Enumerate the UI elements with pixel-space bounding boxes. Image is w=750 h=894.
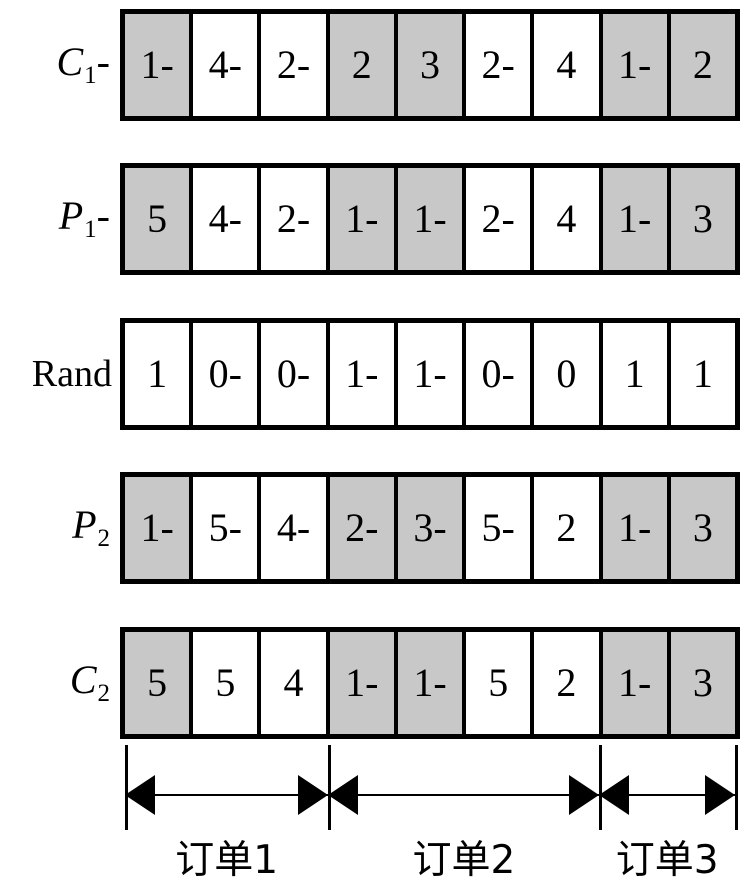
- double-arrow-order-2: [328, 775, 600, 815]
- gene-cell: 3: [670, 477, 735, 579]
- arrow-head-right-icon: [298, 775, 329, 815]
- order-group-axis: 订单1 订单2 订单3: [120, 745, 740, 894]
- gene-cell: 2: [670, 14, 735, 116]
- gene-cell: 5: [125, 168, 194, 270]
- gene-cell: 3: [397, 14, 467, 116]
- gene-cell: 1-: [602, 477, 671, 579]
- row-label-base: C: [69, 657, 97, 703]
- gene-cell: 2-: [466, 14, 535, 116]
- row-label-base: P: [72, 502, 97, 548]
- gene-cell: 5: [125, 632, 194, 734]
- gene-cell: 1-: [125, 477, 194, 579]
- gene-cell: 2-: [261, 168, 330, 270]
- gene-cell: 5: [193, 632, 262, 734]
- row-label-rand: Rand: [0, 355, 120, 393]
- gene-cell: 4-: [261, 477, 330, 579]
- gene-cell: 4: [261, 632, 330, 734]
- group-label-order-2: 订单2: [412, 838, 516, 883]
- double-arrow-order-3: [599, 775, 735, 815]
- gene-cell: 1-: [397, 323, 467, 425]
- row-label-suffix: -: [96, 39, 110, 85]
- gene-cell: 1-: [602, 14, 671, 116]
- gene-cell: 1: [602, 323, 671, 425]
- gene-cell: 2: [329, 14, 398, 116]
- arrow-shaft: [328, 794, 600, 796]
- gene-cell: 1-: [329, 168, 398, 270]
- gene-cell: 0-: [193, 323, 262, 425]
- gene-cell: 2-: [261, 14, 330, 116]
- row-label-subscript: 1: [84, 61, 97, 89]
- gene-cell: 0: [534, 323, 603, 425]
- gene-cell: 1-: [602, 632, 671, 734]
- gene-cell: 0-: [466, 323, 535, 425]
- row-label-subscript: 2: [97, 679, 111, 707]
- group-boundary-tick: [735, 745, 738, 830]
- row-label-p2: P2: [0, 505, 120, 551]
- gene-cell: 3-: [397, 477, 467, 579]
- gene-cell: 5-: [466, 477, 535, 579]
- gene-cell: 1-: [125, 14, 194, 116]
- row-label-base: C: [56, 39, 84, 85]
- row-label-subscript: 2: [97, 524, 111, 552]
- row-label-c1: C1-: [0, 42, 120, 88]
- gene-cell: 3: [670, 632, 735, 734]
- gene-cell: 4: [534, 168, 603, 270]
- arrow-shaft: [599, 794, 735, 796]
- group-label-order-3: 订单3: [615, 838, 719, 883]
- gene-cell: 1-: [602, 168, 671, 270]
- arrow-head-left-icon: [328, 775, 359, 815]
- arrow-head-right-icon: [569, 775, 600, 815]
- gene-cell: 2-: [329, 477, 398, 579]
- gene-cell: 1-: [397, 168, 467, 270]
- gene-cell: 5-: [193, 477, 262, 579]
- group-label-order-1: 订单1: [175, 838, 279, 883]
- gene-cell: 4: [534, 14, 603, 116]
- arrow-shaft: [125, 794, 329, 796]
- row-label-base: P: [58, 193, 84, 239]
- arrow-head-left-icon: [125, 775, 155, 815]
- gene-cell: 1: [670, 323, 735, 425]
- gene-cell: 2: [534, 477, 603, 579]
- double-arrow-order-1: [125, 775, 329, 815]
- gene-cell: 4-: [193, 14, 262, 116]
- gene-cell: 5: [466, 632, 535, 734]
- row-label-subscript: 1: [84, 215, 97, 243]
- gene-cell: 3: [670, 168, 735, 270]
- gene-cell: 1: [125, 323, 194, 425]
- gene-cell: 2: [534, 632, 603, 734]
- gene-cell: 2-: [466, 168, 535, 270]
- gene-cell: 4-: [193, 168, 262, 270]
- arrow-head-right-icon: [704, 775, 735, 815]
- gene-cell: 1-: [329, 632, 398, 734]
- row-label-suffix: -: [96, 193, 110, 239]
- row-label-c2: C2: [0, 660, 120, 706]
- arrow-head-left-icon: [599, 775, 630, 815]
- row-label-p1: P1-: [0, 196, 120, 242]
- row-label-base: Rand: [31, 353, 112, 395]
- gene-cell: 0-: [261, 323, 330, 425]
- gene-cell: 1-: [397, 632, 467, 734]
- gene-cell: 1-: [329, 323, 398, 425]
